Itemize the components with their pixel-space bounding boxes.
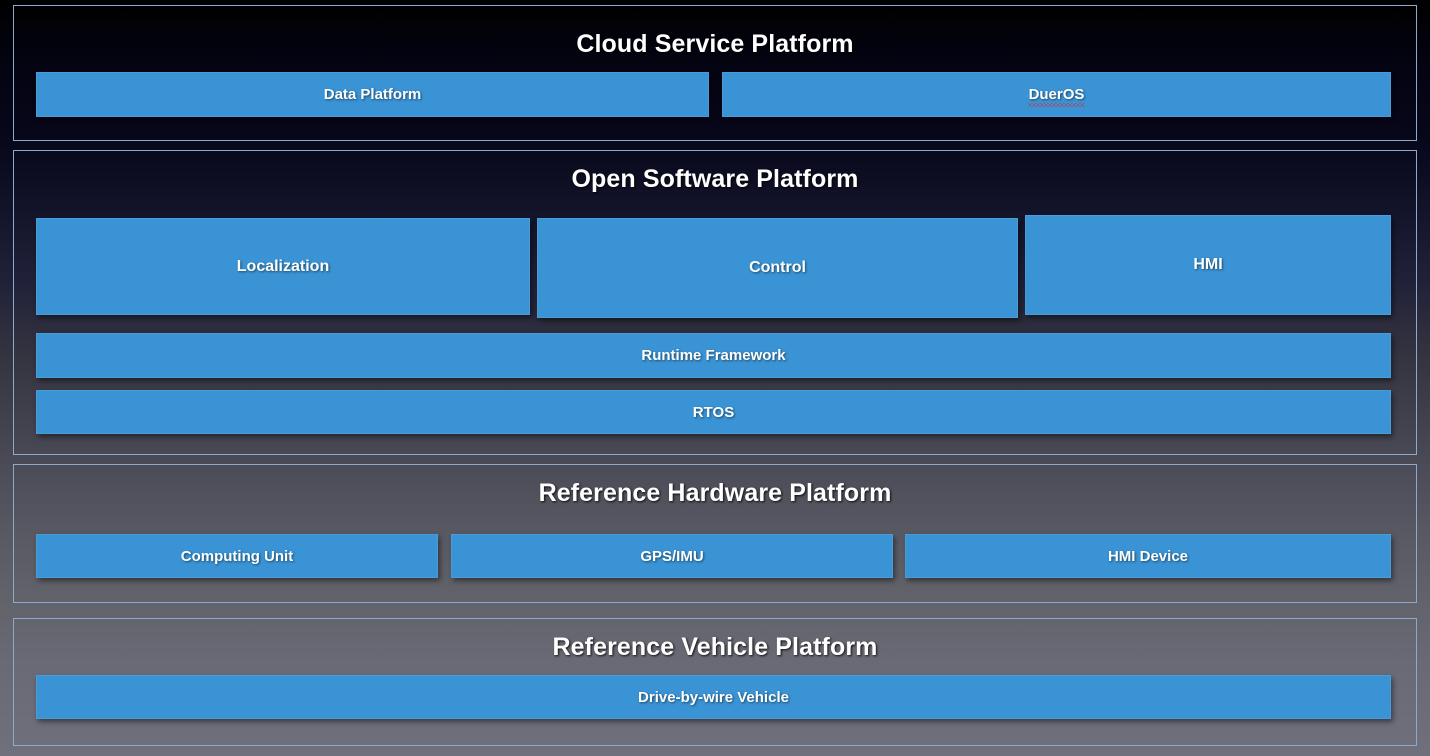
layer-title-reference-hardware-platform: Reference Hardware Platform	[538, 479, 892, 507]
box-runtime-framework[interactable]: Runtime Framework	[36, 333, 1391, 378]
box-control[interactable]: Control	[537, 218, 1018, 318]
box-label-gps-imu: GPS/IMU	[640, 547, 704, 565]
box-label-data-platform: Data Platform	[323, 86, 422, 103]
layer-reference-vehicle-platform[interactable]: Reference Vehicle Platform	[13, 618, 1417, 746]
box-data-platform[interactable]: Data Platform	[36, 72, 709, 117]
box-hmi-device[interactable]: HMI Device	[905, 534, 1391, 578]
layer-reference-hardware-platform[interactable]: Reference Hardware Platform	[13, 464, 1417, 603]
layer-open-software-platform[interactable]: Open Software Platform	[13, 150, 1417, 455]
box-label-drive-by-wire-vehicle: Drive-by-wire Vehicle	[638, 688, 789, 706]
box-computing-unit[interactable]: Computing Unit	[36, 534, 438, 578]
box-label-hmi-device: HMI Device	[1107, 547, 1189, 565]
box-gps-imu[interactable]: GPS/IMU	[451, 534, 893, 578]
layer-cloud-service-platform[interactable]: Cloud Service Platform	[13, 5, 1417, 141]
box-dueros[interactable]: DuerOS	[722, 72, 1391, 117]
box-label-runtime-framework: Runtime Framework	[641, 347, 786, 364]
box-label-localization: Localization	[236, 257, 330, 275]
box-label-rtos: RTOS	[692, 403, 735, 421]
box-hmi[interactable]: HMI	[1025, 215, 1391, 315]
layer-title-open-software-platform: Open Software Platform	[571, 165, 859, 193]
box-drive-by-wire-vehicle[interactable]: Drive-by-wire Vehicle	[36, 675, 1391, 719]
layer-title-reference-vehicle-platform: Reference Vehicle Platform	[552, 633, 878, 661]
box-rtos[interactable]: RTOS	[36, 390, 1391, 434]
layer-title-cloud-service-platform: Cloud Service Platform	[576, 30, 854, 58]
box-label-dueros: DuerOS	[1027, 86, 1086, 107]
box-label-hmi: HMI	[1193, 256, 1223, 273]
box-label-computing-unit: Computing Unit	[180, 547, 294, 565]
box-localization[interactable]: Localization	[36, 218, 530, 315]
box-label-control: Control	[749, 259, 806, 276]
